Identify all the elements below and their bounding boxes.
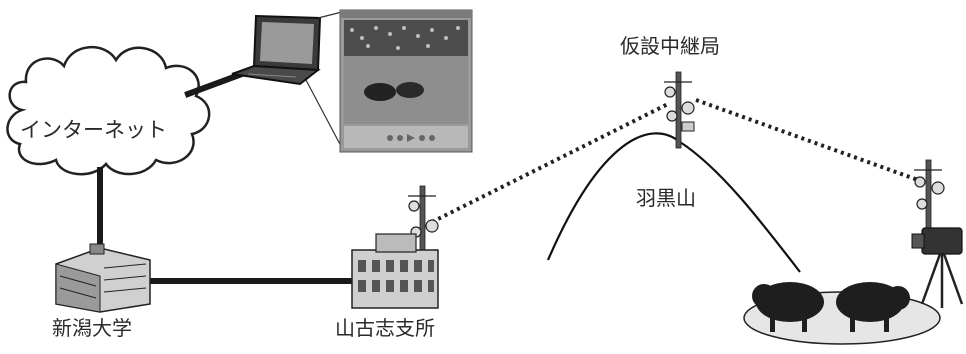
video-camera-icon [911,227,964,308]
network-links [97,70,355,284]
antenna-tower-icon [664,71,695,149]
zoom-lines [305,11,343,149]
wireless-branch-relay [431,102,669,224]
video-player-icon [339,9,473,153]
branch-building-icon [351,233,439,309]
wireless-links [431,98,919,224]
wireless-relay-camera [695,98,919,182]
antenna-tower-icon [914,159,945,233]
branch-office-label: 山古志支所 [335,316,435,340]
internet-label: インターネット [20,118,167,142]
university-label: 新潟大学 [52,316,132,340]
relay-station-label: 仮設中継局 [620,34,720,58]
laptop-icon [231,14,322,86]
fighting-bulls-icon [752,282,910,332]
university-building-icon [55,243,151,313]
cloud-icon [6,45,211,176]
link-cloud-laptop [184,70,246,98]
mountain-label: 羽黒山 [636,186,696,210]
